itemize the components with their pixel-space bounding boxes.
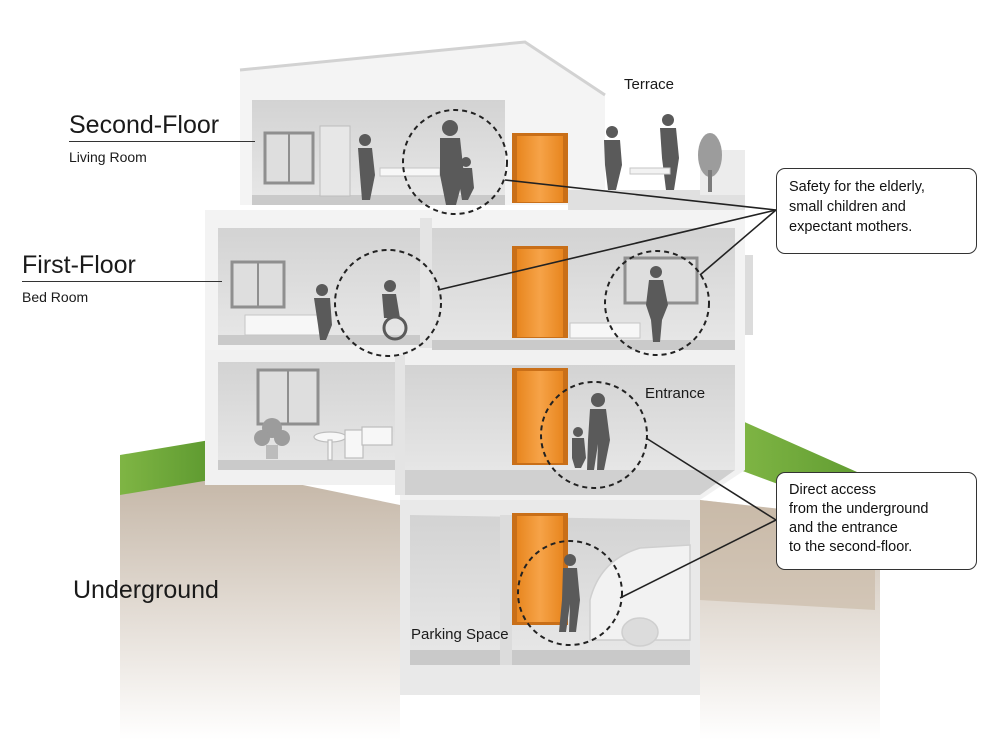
connector-access-2 <box>619 519 777 599</box>
callout-safety: Safety for the elderly, small children a… <box>776 168 977 254</box>
tree-icon <box>698 133 722 192</box>
soil <box>120 470 400 740</box>
underground-title: Underground <box>73 576 219 604</box>
entrance-room <box>405 365 735 470</box>
underground-door <box>517 516 563 622</box>
grass-left <box>120 440 210 495</box>
ground-floor-block <box>205 350 745 500</box>
pregnant-woman-icon <box>646 266 668 342</box>
highlight-circles <box>334 109 710 646</box>
underground-block <box>400 495 700 695</box>
terrace-table-icon <box>629 167 671 175</box>
callout-access: Direct access from the underground and t… <box>776 472 977 570</box>
callout-access-line: Direct access <box>789 482 877 498</box>
first-floor-rule <box>22 281 222 282</box>
second-floor-rule <box>69 141 255 142</box>
entrance-label: Entrance <box>645 385 706 402</box>
sofa-icon <box>569 322 641 339</box>
plant-icon <box>254 418 290 459</box>
first-door <box>517 249 563 337</box>
highlight-circle-parking <box>517 540 623 646</box>
second-floor-room-label: Living Room <box>69 149 147 165</box>
connector-safety-3 <box>699 209 777 276</box>
dining-table-icon <box>379 167 441 177</box>
second-floor-title: Second-Floor <box>69 111 220 139</box>
family-icon <box>358 120 474 205</box>
highlight-circle-family <box>402 109 508 215</box>
first-floor-room-label: Bed Room <box>22 289 89 305</box>
wheelchair-scene-icon <box>314 280 408 341</box>
parking-space-label: Parking Space <box>411 626 509 643</box>
highlight-circle-entrance <box>540 381 648 489</box>
highlight-circle-pregnant <box>604 250 710 356</box>
second-floor-block <box>240 42 745 210</box>
callout-access-line: from the underground <box>789 501 929 517</box>
callout-access-line: to the second-floor. <box>789 539 913 555</box>
walking-person-icon <box>559 554 580 632</box>
callout-safety-line: Safety for the elderly, <box>789 179 925 195</box>
entrance-door <box>517 371 563 463</box>
callout-access-line: and the entrance <box>789 520 898 536</box>
callout-safety-line: small children and <box>789 199 906 215</box>
connector-access-1 <box>645 437 777 521</box>
kitchen-icon <box>319 125 351 197</box>
second-door <box>517 136 563 202</box>
callout-safety-line: expectant mothers. <box>789 219 913 235</box>
terrace-label: Terrace <box>624 76 675 93</box>
connector-safety-2 <box>437 209 777 291</box>
highlight-circle-wheelchair <box>334 249 442 357</box>
underground-divider <box>500 515 512 665</box>
table-chairs-icon <box>313 426 393 461</box>
roof-edge <box>239 40 606 97</box>
first-floor-block <box>205 210 753 350</box>
terrace-people-icon <box>604 114 679 190</box>
bed-icon <box>244 314 321 336</box>
connector-safety-1 <box>504 179 777 211</box>
connector-lines <box>437 179 777 599</box>
adult-and-child-icon <box>572 393 610 470</box>
first-floor-title: First-Floor <box>22 251 136 279</box>
